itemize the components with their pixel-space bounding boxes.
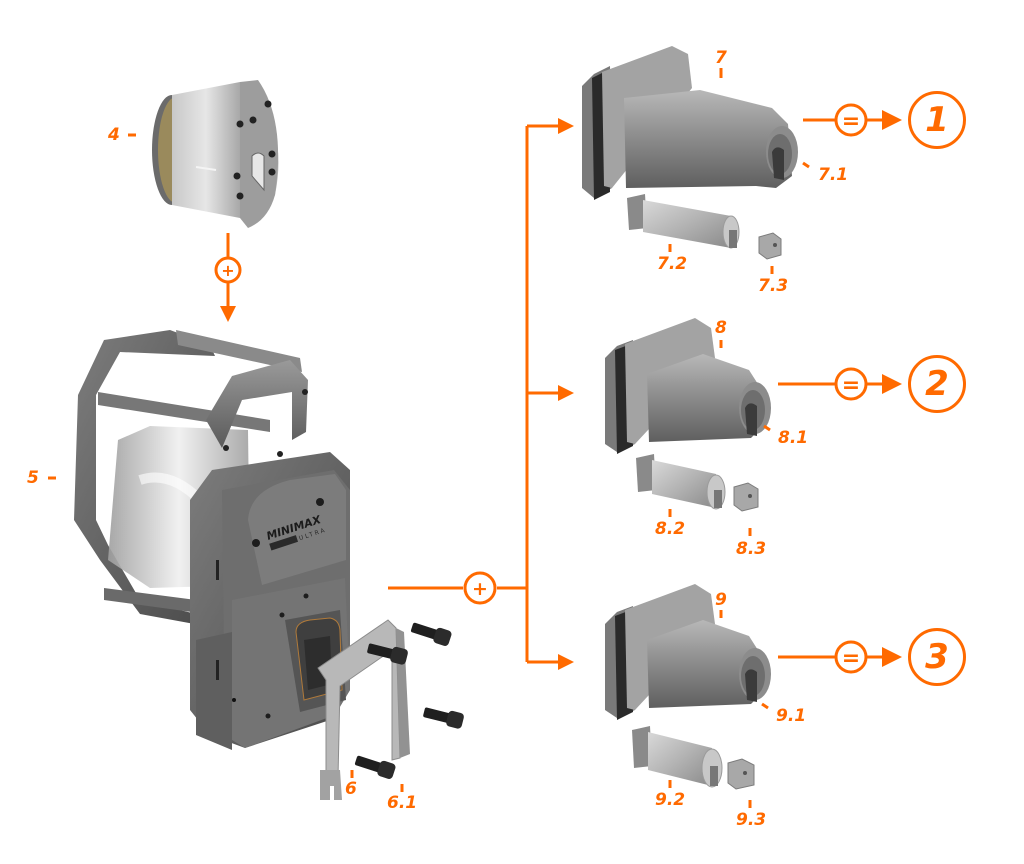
- equals-circle-icon: [834, 103, 868, 137]
- part-5-cage-base: MINIMAX ULTRA: [74, 330, 350, 750]
- part-7-3-nut: [758, 232, 782, 260]
- callout-part-7-2: 7.2: [657, 254, 688, 274]
- result-label: 3: [925, 637, 949, 677]
- svg-text:+: +: [472, 578, 488, 600]
- part-8-adapter-medium: [605, 318, 771, 454]
- callout-part-5: 5: [27, 468, 39, 488]
- arrowheads: [220, 110, 902, 670]
- result-badge-2: 2: [908, 355, 966, 413]
- part-6-1-screws: [354, 622, 464, 779]
- callout-part-8: 8: [715, 318, 727, 338]
- callout-part-6-1: 6.1: [387, 793, 418, 813]
- result-badge-3: 3: [908, 628, 966, 686]
- result-label: 2: [925, 364, 949, 404]
- part-9-2-pin-short: [632, 726, 723, 788]
- result-badge-1: 1: [908, 91, 966, 149]
- part-7-adapter-long: [582, 46, 798, 200]
- svg-text:=: =: [842, 373, 860, 398]
- flow-connectors: [48, 68, 884, 808]
- svg-text:=: =: [842, 646, 860, 671]
- callout-part-8-1: 8.1: [778, 428, 809, 448]
- callout-part-8-2: 8.2: [655, 519, 686, 539]
- equals-circle-icon: [834, 367, 868, 401]
- arrow-right-icon: [558, 385, 574, 401]
- part-7-2-pin-long: [627, 194, 740, 249]
- callout-part-9-3: 9.3: [736, 810, 767, 830]
- part-9-3-nut: [727, 758, 755, 790]
- callout-part-4: 4: [108, 125, 120, 145]
- callout-part-7-3: 7.3: [758, 276, 789, 296]
- callout-part-9-2: 9.2: [655, 790, 686, 810]
- equals-circle-icon: [834, 640, 868, 674]
- part-4-puck: [152, 80, 279, 228]
- callout-part-7: 7: [715, 48, 727, 68]
- arrow-right-icon: [882, 110, 902, 130]
- arrow-right-icon: [558, 118, 574, 134]
- arrow-right-icon: [882, 374, 902, 394]
- plus-circle-icon: [463, 571, 497, 605]
- callout-part-8-3: 8.3: [736, 539, 767, 559]
- part-8-3-nut: [733, 482, 759, 512]
- arrow-down-icon: [220, 306, 236, 322]
- plus-circle-icon: [214, 256, 242, 284]
- callout-part-6: 6: [345, 779, 357, 799]
- svg-text:=: =: [842, 109, 860, 134]
- part-8-2-pin-medium: [636, 454, 726, 510]
- part-9-adapter-short: [605, 584, 771, 720]
- callout-part-7-1: 7.1: [818, 165, 849, 185]
- callout-part-9-1: 9.1: [776, 706, 807, 726]
- arrow-right-icon: [558, 654, 574, 670]
- arrow-right-icon: [882, 647, 902, 667]
- svg-text:+: +: [221, 261, 234, 280]
- result-label: 1: [925, 100, 949, 140]
- callout-part-9: 9: [715, 590, 727, 610]
